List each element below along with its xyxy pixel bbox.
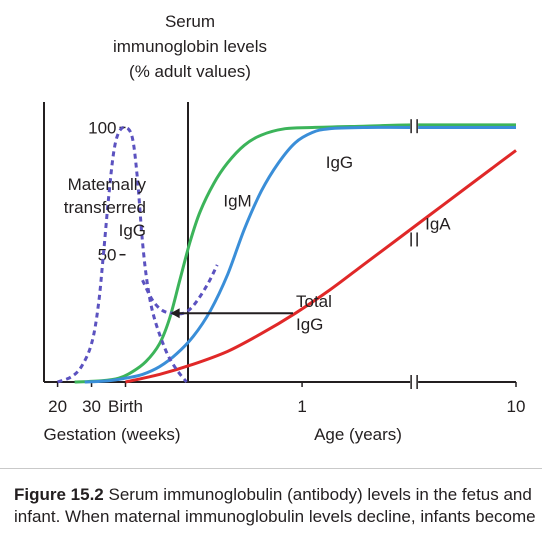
iga-break-gap — [410, 231, 419, 248]
figure-label: Figure 15.2 — [14, 485, 104, 504]
chart: Serum immunoglobin levels (% adult value… — [43, 12, 525, 444]
chart-title-line-2: immunoglobin levels — [113, 37, 267, 56]
x-axis-break — [410, 374, 419, 390]
label-maternal-igg-line-3: IgG — [119, 221, 146, 240]
caption-divider — [0, 468, 542, 469]
x-label-age: Age (years) — [314, 425, 402, 444]
chart-title-line-1: Serum — [165, 12, 215, 31]
axis-breaks — [410, 118, 419, 390]
y-tick-label-0: 50 — [98, 246, 117, 265]
series-igg — [84, 125, 516, 384]
label-total-igg-line-2: IgG — [296, 315, 323, 334]
x-label-gestation: Gestation (weeks) — [44, 425, 181, 444]
series-labels: MaternallytransferredIgGIgMIgGIgATotalIg… — [64, 153, 452, 334]
chart-title-line-3: (% adult values) — [129, 62, 251, 81]
label-maternal-igg-line-2: transferred — [64, 198, 146, 217]
total-igg-arrow-head — [170, 308, 180, 319]
igm-igg-break — [410, 118, 419, 135]
figure-caption-text: Serum immunoglobulin (antibody) levels i… — [14, 485, 536, 526]
label-iga-line-1: IgA — [425, 214, 451, 233]
x-ticks: 20 30 Birth 1 10 — [48, 382, 525, 416]
figure-caption: Figure 15.2 Serum immunoglobulin (antibo… — [14, 484, 538, 528]
series-maternally-transferred-igg — [57, 125, 188, 384]
series-igm — [74, 123, 517, 384]
label-igm-line-1: IgM — [223, 191, 251, 210]
y-tick-label-1: 100 — [88, 118, 116, 137]
series-iga — [125, 149, 517, 384]
series-total-igg — [141, 264, 219, 316]
label-total-igg-line-1: Total — [296, 292, 332, 311]
x-tick-label-3: 1 — [297, 397, 306, 416]
igm-igg-break-gap — [410, 118, 419, 135]
x-tick-label-4: 10 — [507, 397, 526, 416]
x-tick-label-1: 30 — [82, 397, 101, 416]
x-axis-break-gap — [410, 374, 419, 390]
x-tick-label-0: 20 — [48, 397, 67, 416]
series-layer — [57, 123, 517, 384]
label-maternal-igg-line-1: Maternally — [68, 175, 147, 194]
axes — [43, 102, 516, 383]
x-tick-label-2: Birth — [108, 397, 143, 416]
iga-break — [410, 231, 419, 248]
label-igg-line-1: IgG — [326, 153, 353, 172]
